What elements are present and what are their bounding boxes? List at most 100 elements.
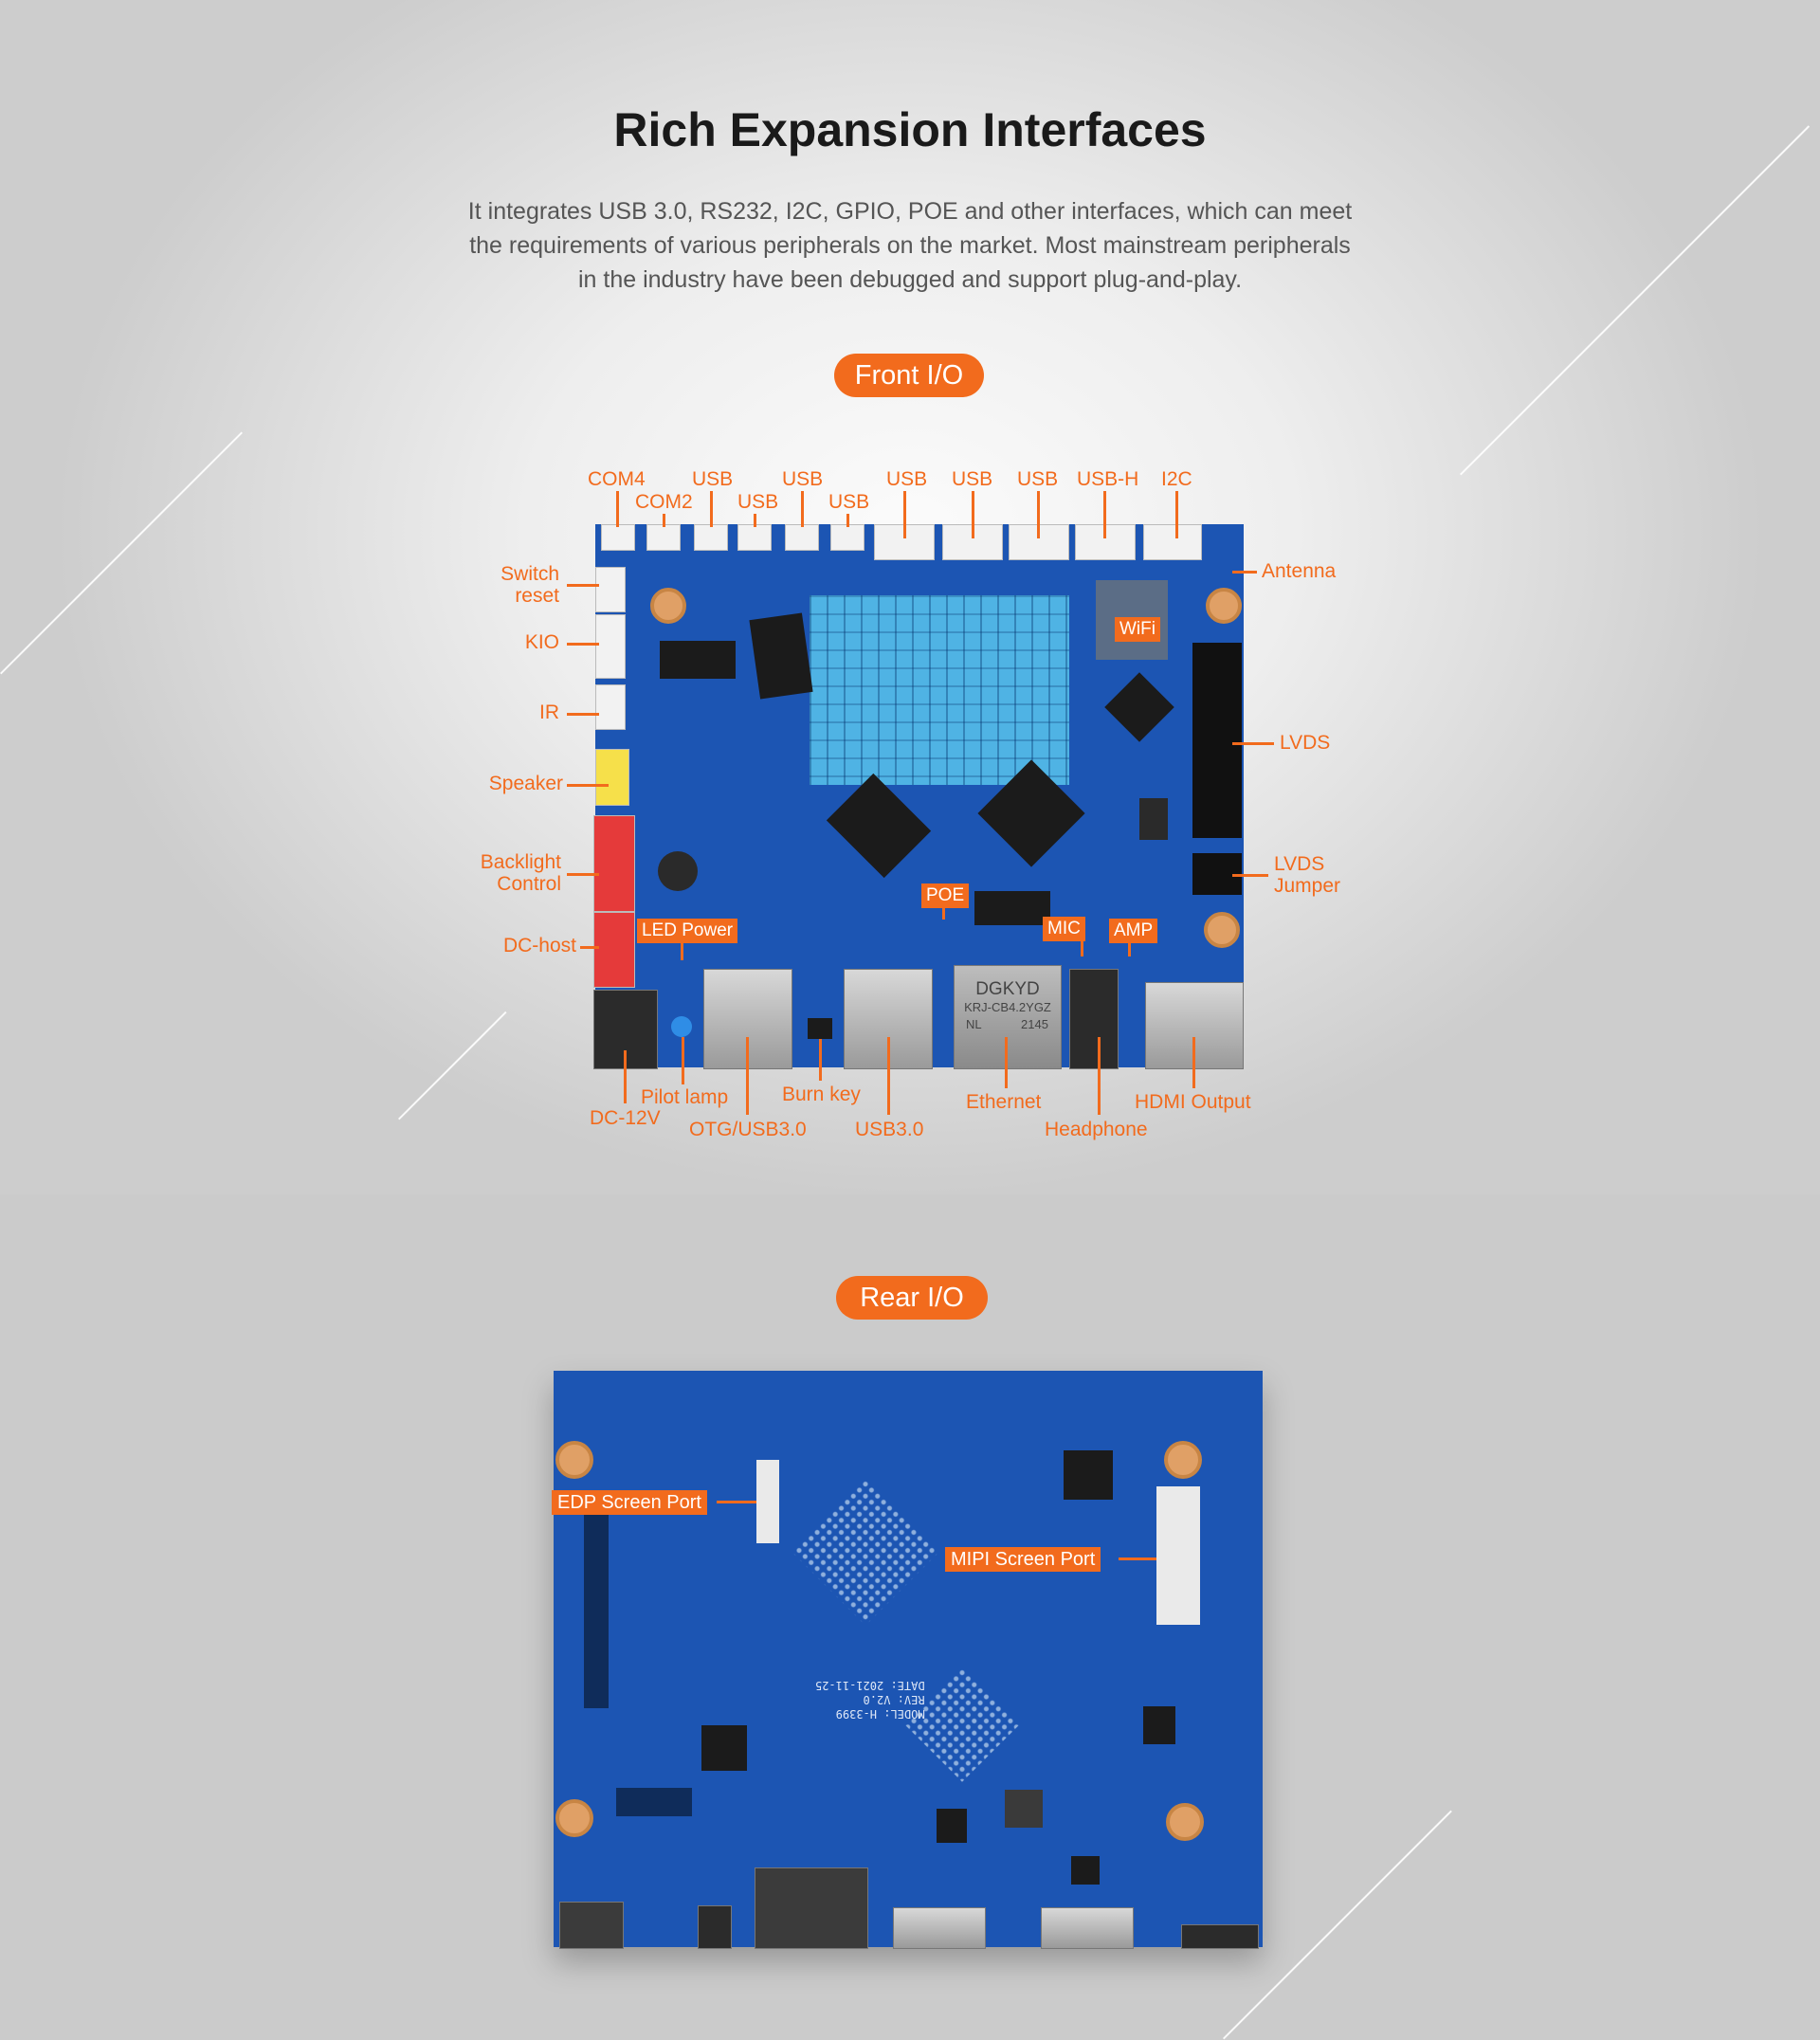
leader-line: [746, 1037, 749, 1115]
label-usb: USB: [737, 491, 779, 513]
burn-key: [808, 1018, 832, 1039]
connector-usb: [694, 524, 728, 551]
connector-usb: [737, 524, 772, 551]
page-title: Rich Expansion Interfaces: [613, 103, 1207, 156]
chip: [1005, 1790, 1043, 1828]
leader-line: [1232, 571, 1257, 574]
board-print-date: DATE: 2021-11-25: [815, 1679, 925, 1692]
leader-line: [1175, 491, 1178, 538]
chip: [1071, 1856, 1100, 1885]
leader-line: [567, 873, 599, 876]
pin-header: [616, 1788, 692, 1816]
connector-com4: [601, 524, 635, 551]
ethernet-port: DGKYD KRJ-CB4.2YGZ NL 2145: [954, 965, 1062, 1069]
leader-line: [887, 1037, 890, 1115]
label-ir: IR: [539, 701, 559, 723]
connector-usb: [830, 524, 864, 551]
edp-screen-port-label: EDP Screen Port: [552, 1490, 707, 1515]
rear-pcb: [554, 1371, 1263, 1947]
label-usb-h: USB-H: [1077, 468, 1139, 490]
label-lvds-jumper-line1: LVDS: [1274, 853, 1325, 875]
leader-line: [717, 1501, 756, 1503]
label-ethernet: Ethernet: [966, 1091, 1042, 1113]
mipi-screen-port-label: MIPI Screen Port: [945, 1547, 1101, 1572]
label-com2: COM2: [635, 491, 693, 513]
label-usb: USB: [1017, 468, 1059, 490]
label-usb: USB: [886, 468, 928, 490]
leader-line: [624, 1050, 627, 1103]
leader-line: [1081, 941, 1083, 956]
label-pilot-lamp: Pilot lamp: [641, 1086, 729, 1108]
ethernet-code: 2145: [1021, 1017, 1048, 1031]
led-power-tag: LED Power: [637, 919, 738, 943]
label-i2c: I2C: [1161, 468, 1192, 490]
label-kio: KIO: [524, 631, 559, 653]
label-switch-reset: Switch reset: [474, 563, 559, 607]
connector-usb: [785, 524, 819, 551]
label-backlight-control: Backlight Control: [455, 851, 561, 895]
leader-line: [1119, 1557, 1156, 1560]
connector-backlight: [593, 815, 635, 912]
leader-line: [616, 491, 619, 527]
lvds-header: [1192, 643, 1242, 838]
page-description: It integrates USB 3.0, RS232, I2C, GPIO,…: [467, 198, 1353, 293]
chip: [937, 1809, 967, 1843]
connector-speaker: [595, 749, 629, 806]
connector-dc-host: [593, 912, 635, 988]
chip: [1064, 1450, 1113, 1500]
label-switch-reset-line1: Switch: [500, 563, 559, 585]
rear-port: [559, 1902, 624, 1949]
mounting-hole: [1164, 1441, 1202, 1479]
label-usb: USB: [828, 491, 870, 513]
chip: [974, 891, 1050, 925]
leader-line: [819, 1039, 822, 1081]
label-usb: USB: [692, 468, 734, 490]
label-lvds: LVDS: [1280, 732, 1331, 754]
label-burn-key: Burn key: [782, 1084, 861, 1105]
label-backlight-line2: Control: [497, 873, 561, 895]
leader-line: [1037, 491, 1040, 538]
chip: [701, 1725, 747, 1771]
pilot-lamp: [671, 1016, 692, 1037]
rear-usb-port: [893, 1907, 986, 1949]
edp-connector: [756, 1460, 779, 1543]
label-hdmi-output: HDMI Output: [1135, 1091, 1251, 1113]
mounting-hole: [1166, 1803, 1204, 1841]
poe-tag: POE: [921, 883, 970, 908]
leader-line: [903, 491, 906, 538]
board-print: MODEL: H-3399 REV: V2.0 DATE: 2021-11-25: [815, 1678, 925, 1721]
board-print-model: MODEL: H-3399: [835, 1707, 925, 1721]
mounting-hole: [555, 1441, 593, 1479]
chip: [1139, 798, 1168, 840]
connector-ir: [595, 684, 626, 730]
amp-tag: AMP: [1109, 919, 1158, 943]
leader-line: [663, 514, 665, 527]
leader-line: [846, 514, 849, 527]
leader-line: [567, 584, 599, 587]
pin-header: [584, 1509, 609, 1708]
label-dc-12v: DC-12V: [590, 1107, 661, 1129]
label-usb3: USB3.0: [855, 1119, 924, 1140]
leader-line: [1103, 491, 1106, 538]
label-usb: USB: [952, 468, 993, 490]
label-switch-reset-line2: reset: [515, 585, 559, 607]
wifi-tag: WiFi: [1115, 617, 1160, 642]
label-dc-host: DC-host: [502, 935, 576, 956]
mipi-connector: [1156, 1486, 1200, 1625]
connector-kio: [595, 614, 626, 679]
label-lvds-jumper-line2: Jumper: [1274, 875, 1341, 897]
leader-line: [681, 943, 683, 960]
leader-line: [1098, 1037, 1101, 1115]
leader-line: [801, 491, 804, 527]
label-usb: USB: [782, 468, 824, 490]
leader-line: [580, 946, 599, 949]
leader-line: [1232, 874, 1268, 877]
mounting-hole: [650, 588, 686, 624]
connector-switch-reset: [595, 567, 626, 612]
leader-line: [1128, 943, 1131, 956]
leader-line: [1232, 742, 1274, 745]
mounting-hole: [555, 1799, 593, 1837]
leader-line: [567, 643, 599, 646]
ethernet-model: KRJ-CB4.2YGZ: [964, 1000, 1051, 1014]
chip: [660, 641, 736, 679]
